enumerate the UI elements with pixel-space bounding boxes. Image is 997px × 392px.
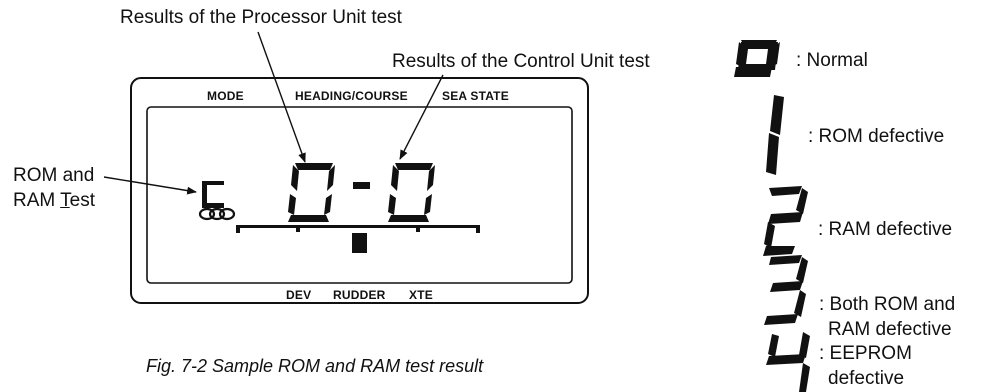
legend-code-3: 3 [780, 290, 781, 291]
lcd-label-sea-state: SEA STATE [442, 89, 509, 103]
processor-leader-line [257, 31, 306, 163]
control-leader-line [399, 74, 444, 160]
legend-code-2: 2 [780, 220, 781, 221]
legend-text-0: : Normal [796, 50, 868, 71]
readout-digit-left [288, 163, 335, 222]
lcd-outer-frame [130, 77, 589, 304]
rom-ram-leader-line [103, 176, 197, 195]
lcd-inner-frame [146, 106, 573, 284]
readout-value-left: 0 [305, 232, 306, 233]
processor-callout-label: Results of the Processor Unit test [120, 7, 402, 28]
lcd-label-dev: DEV [286, 288, 312, 302]
legend-text-3: : Both ROM and RAM defective [819, 292, 955, 342]
legend-text-4: : EEPROM defective [819, 341, 912, 391]
legend-digit-2 [763, 186, 808, 256]
rings-icon [198, 207, 236, 221]
lcd-label-mode: MODE [207, 89, 244, 103]
legend-text-3-line2: RAM defective [828, 319, 952, 340]
rom-ram-label-line1: ROM and [13, 165, 95, 186]
legend-code-1: 1 [772, 130, 773, 131]
deviation-scale [236, 225, 480, 253]
rom-ram-label-line2: RAM Test [13, 190, 96, 211]
figure-caption: Fig. 7-2 Sample ROM and RAM test result [146, 356, 484, 376]
legend-code-4: 4 [785, 360, 786, 361]
rom-ram-test-label: ROM and RAM Test [13, 163, 95, 213]
legend-text-4-line2: defective [828, 368, 905, 389]
legend-digit-0 [734, 40, 780, 77]
legend-text-4-line1: : EEPROM [819, 343, 912, 364]
legend-text-2: : RAM defective [818, 219, 953, 240]
test-mode-icon [202, 181, 224, 208]
readout-value-right: 0 [405, 232, 406, 233]
legend-text-1: : ROM defective [808, 126, 945, 147]
legend-text-3-line1: : Both ROM and [819, 294, 956, 315]
legend-code-0: 0 [750, 55, 751, 56]
lcd-label-rudder: RUDDER [333, 288, 386, 302]
control-callout-label: Results of the Control Unit test [392, 51, 650, 72]
readout-separator [353, 182, 370, 189]
readout-digit-right [388, 163, 435, 222]
lcd-label-xte: XTE [409, 288, 433, 302]
legend-digit-1 [766, 95, 784, 175]
legend-digit-3 [764, 255, 808, 325]
lcd-label-heading-course: HEADING/COURSE [295, 89, 408, 103]
legend-digit-4 [766, 332, 810, 392]
